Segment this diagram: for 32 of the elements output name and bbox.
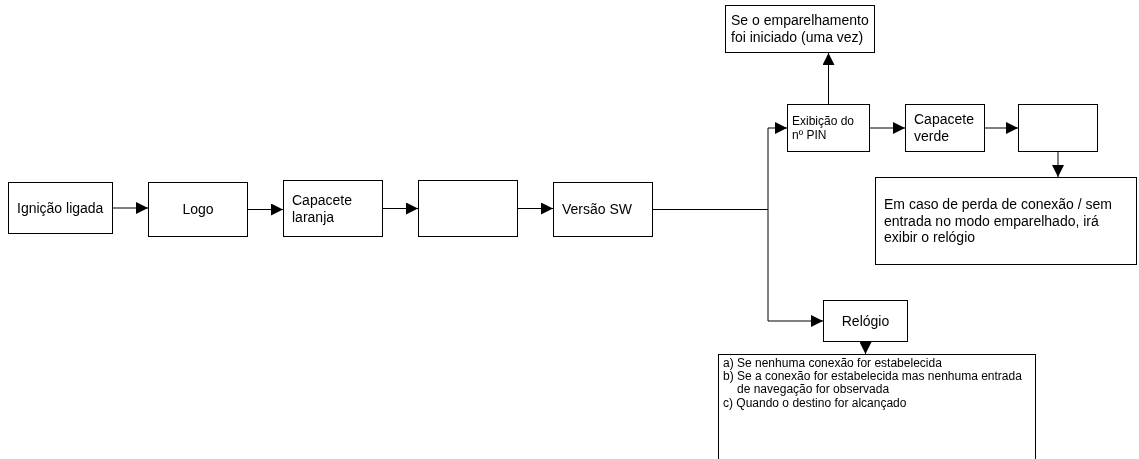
arrow <box>859 341 872 355</box>
arrow <box>382 202 419 215</box>
box-label: Capacete laranja <box>292 191 353 226</box>
arrow <box>517 202 554 215</box>
process-box <box>823 300 908 342</box>
process-box <box>787 104 870 152</box>
process-box <box>725 5 875 53</box>
arrow <box>112 202 149 214</box>
box-label: Capacete verde <box>914 111 975 145</box>
arrow <box>984 122 1019 134</box>
arrow <box>1052 151 1064 178</box>
process-box <box>905 104 985 152</box>
process-box <box>418 180 518 237</box>
process-box <box>1018 104 1098 152</box>
box-label: Versão SW <box>562 201 633 218</box>
box-label: Em caso de perda de conexão / sem entrada no modo emparelhado, irá exibir o relógio <box>884 195 1114 247</box>
box-label: Se o emparelhamento foi iniciado (uma vez) <box>731 12 869 46</box>
process-box <box>148 182 248 237</box>
process-box <box>283 180 383 237</box>
arrow <box>247 203 284 216</box>
list-item: c) Quando o destino for alcançado <box>723 396 907 410</box>
arrow <box>869 122 906 134</box>
box-label: Ignição ligada <box>17 199 104 217</box>
process-box <box>553 182 653 237</box>
box-label: Exibição do nº PIN <box>792 113 856 143</box>
arrow <box>822 52 835 105</box>
box-label: Relógio <box>841 312 890 330</box>
list-item: a) Se nenhuma conexão for estabelecida <box>723 357 942 371</box>
process-box <box>875 177 1137 265</box>
note-box <box>718 354 1036 459</box>
box-label: Logo <box>182 201 214 218</box>
process-box <box>8 182 113 234</box>
